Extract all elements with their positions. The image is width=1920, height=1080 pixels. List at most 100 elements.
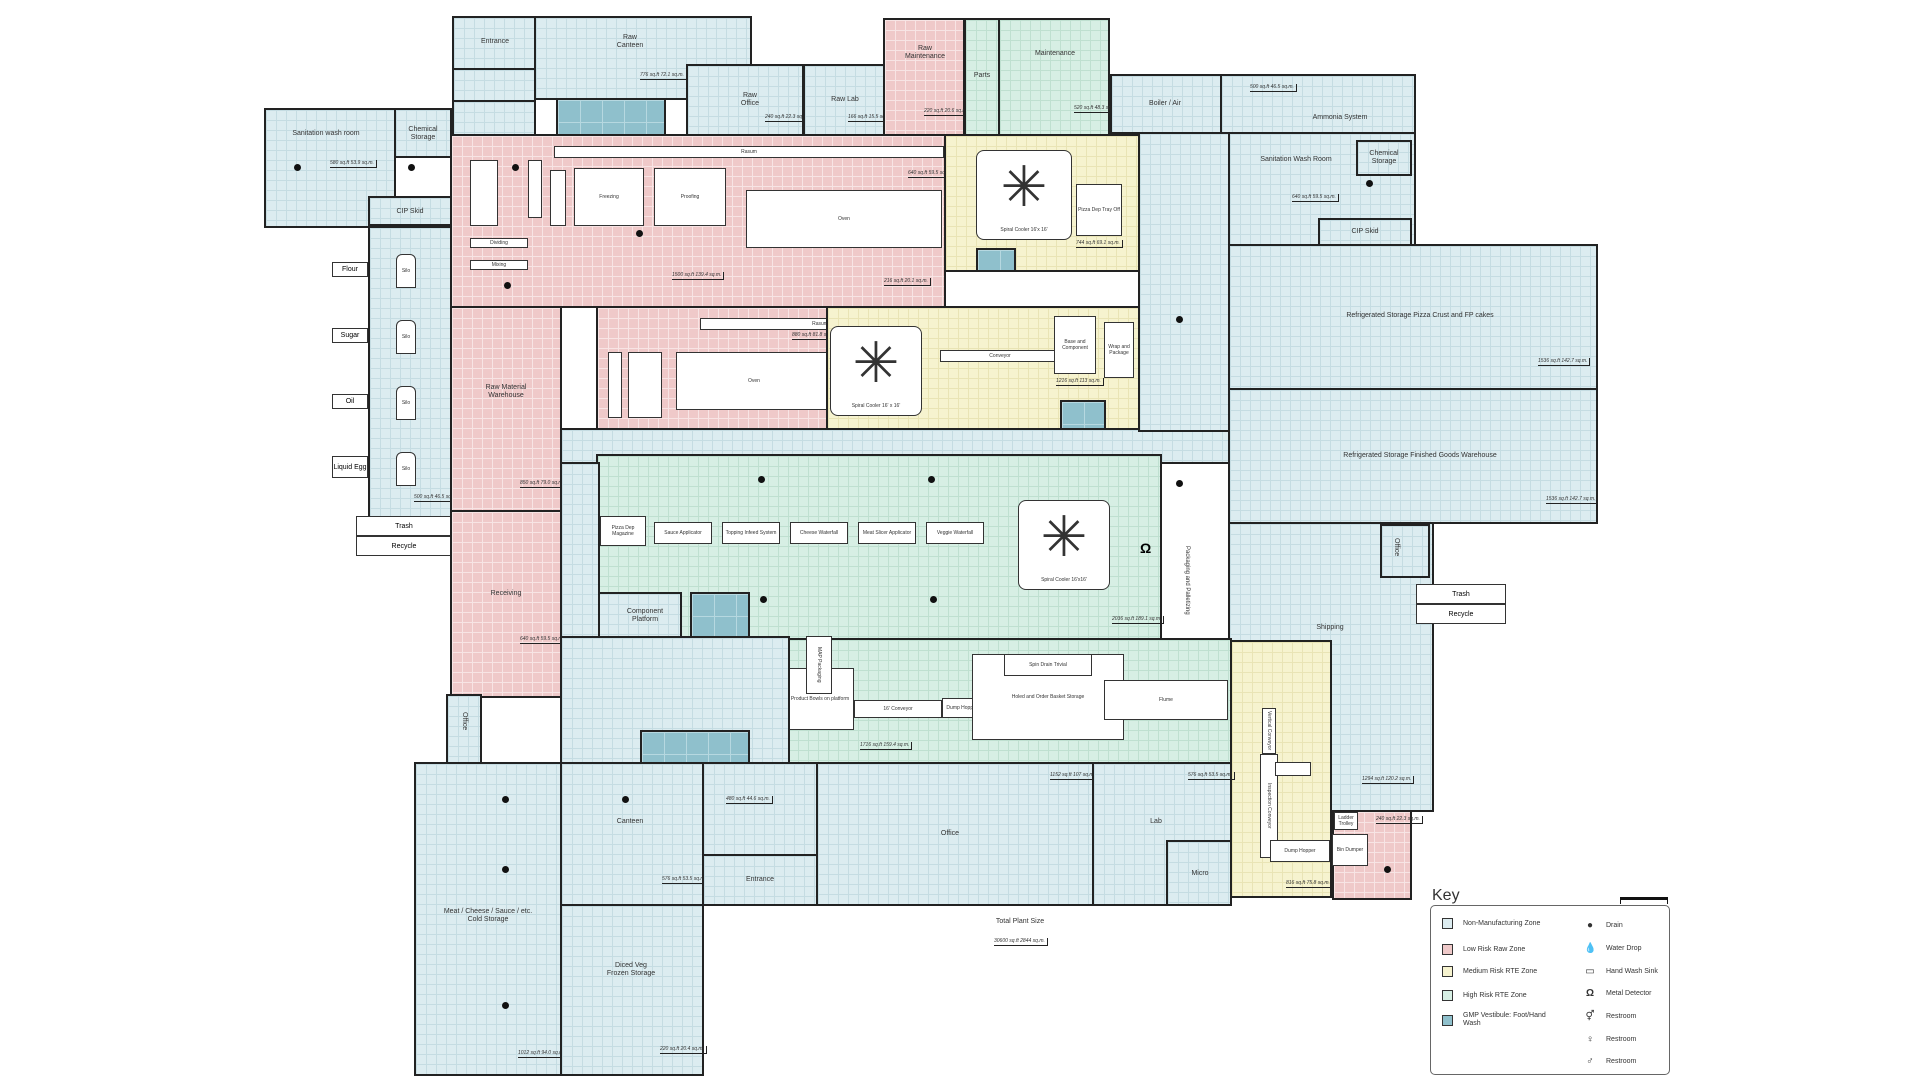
label-maintenance: Maintenance [1034, 50, 1076, 57]
silo-4: Silo [396, 452, 416, 486]
equip-flume: Flume [1104, 680, 1228, 720]
snowflake-icon: ✳ [1000, 155, 1048, 218]
drain-icon: ● [1586, 920, 1594, 931]
equip-pizza-dep-tray: Pizza Dep Tray Off [1076, 184, 1122, 236]
recycle-left: Recycle [356, 536, 452, 556]
equip-flour-2 [470, 160, 498, 226]
legend-restroom-male: ♂ Restroom [1584, 1057, 1636, 1067]
room-raw-lab [803, 64, 885, 136]
area-high-risk-2: 1716 sq.ft 159.4 sq.m. [860, 742, 913, 750]
label-raw-canteen: Raw Canteen [616, 34, 644, 49]
metal-detector-icon: Ω [1140, 540, 1152, 556]
equip-spiral-cooler-1: ✳ Spiral Cooler 16'x 16' [976, 150, 1072, 240]
legend-restroom-unisex: ⚥ Restroom [1585, 1011, 1637, 1022]
room-gmp-vestibule-5 [640, 730, 750, 764]
silo-1: Silo [396, 254, 416, 288]
room-canteen [560, 762, 704, 906]
label-office-left: Office [461, 712, 468, 731]
area-packaging-palletizing: Packaging and Palletizing [1162, 528, 1212, 632]
restroom-unisex-icon: ⚥ [1585, 1011, 1595, 1022]
equip-spin-drain: Spin Drain Trivial [1004, 654, 1092, 676]
drain-icon [1366, 180, 1373, 187]
room-restrooms-lower [702, 762, 818, 856]
area-lab: 576 sq.ft 53.5 sq.m. [1188, 772, 1235, 780]
swatch-non-manufacturing [1442, 918, 1453, 929]
equip-cheese-waterfall: Cheese Waterfall [790, 522, 848, 544]
legend-zone-medium-risk: Medium Risk RTE Zone [1442, 966, 1542, 977]
area-office-main: 1152 sq.ft 107 sq.m. [1050, 772, 1098, 780]
room-cip-skid-left [368, 196, 452, 226]
room-entrance-top [452, 16, 536, 70]
equip-dividing: Dividing [470, 238, 528, 248]
swatch-high-risk [1442, 990, 1453, 1001]
room-entrance-bottom [702, 854, 818, 906]
equip-mixing-2 [608, 352, 622, 418]
legend-restroom-female: ♀ Restroom [1584, 1035, 1636, 1045]
room-component-platform [596, 592, 682, 640]
equip-rasum-1: Rasum [554, 146, 944, 158]
equip-proofing: Proofing [654, 168, 726, 226]
swatch-medium-risk [1442, 966, 1453, 977]
room-office-right [1380, 524, 1430, 578]
equip-vertical-conveyor: Vertical Conveyor [1262, 708, 1276, 754]
equip-conveyor: Conveyor [940, 350, 1060, 362]
equip-oven-2: Oven [676, 352, 832, 410]
equip-conveyor-16: 16' Conveyor [854, 700, 942, 718]
label-office-main: Office [940, 830, 960, 837]
label-receiving: Receiving [490, 590, 522, 597]
equip-base-component: Base and Component [1054, 316, 1096, 374]
equip-veggie-waterfall: Veggie Waterfall [926, 522, 984, 544]
legend [1430, 905, 1670, 1075]
equip-topping-infeed: Topping Infeed System [722, 522, 780, 544]
silo-sugar-label: Sugar [332, 328, 368, 343]
drain-icon [1384, 866, 1391, 873]
drain-icon [622, 796, 629, 803]
recycle-right: Recycle [1416, 604, 1506, 624]
room-chemical-storage-right [1356, 140, 1412, 176]
drain-icon [502, 866, 509, 873]
equip-oven-1: Oven [746, 190, 942, 248]
label-raw-material-warehouse: Raw Material Warehouse [485, 384, 527, 399]
room-cold-storage [414, 762, 562, 1076]
drain-icon [1176, 480, 1183, 487]
label-canteen: Canteen [616, 818, 644, 825]
room-gmp-vestibule-4 [690, 592, 750, 640]
equip-pizza-dep-magazine: Pizza Dep Magazine [600, 516, 646, 546]
hand-wash-sink-icon: ▭ [1585, 966, 1595, 977]
label-refrigerated-finished-goods: Refrigerated Storage Finished Goods Ware… [1343, 452, 1497, 459]
label-sanitation-wash-left: Sanitation wash room [292, 130, 360, 137]
label-diced-veg: Diced Veg Frozen Storage [606, 962, 656, 977]
legend-drain: ● Drain [1584, 920, 1623, 931]
label-shipping: Shipping [1316, 624, 1344, 631]
silo-flour-label: Flour [332, 262, 368, 277]
metal-detector-icon: Ω [1585, 988, 1595, 999]
room-raw-material-warehouse [450, 306, 562, 512]
area-high-risk: 2036 sq.ft 189.1 sq.m. [1112, 616, 1165, 624]
label-cip-skid-right: CIP Skid [1351, 228, 1379, 235]
label-chemical-storage-right: Chemical Storage [1369, 150, 1399, 165]
drain-icon [502, 1002, 509, 1009]
room-gmp-vestibule-top [556, 98, 666, 136]
drain-icon [760, 596, 767, 603]
label-entrance-bottom: Entrance [745, 876, 775, 883]
drain-icon [1176, 316, 1183, 323]
area-sanitation-wash-left: 580 sq.ft 53.9 sq.m. [330, 160, 377, 168]
drain-icon [512, 164, 519, 171]
area-raw-zone: 1500 sq.ft 139.4 sq.m. [672, 272, 725, 280]
room-maintenance [998, 18, 1110, 136]
label-total-plant-size: Total Plant Size [995, 918, 1045, 925]
equip-mixing: Mixing [470, 260, 528, 270]
legend-zone-high-risk: High Risk RTE Zone [1442, 990, 1552, 1001]
drain-icon [408, 164, 415, 171]
legend-zone-gmp: GMP Vestibule: Foot/Hand Wash [1442, 1012, 1562, 1028]
equip-bin-dumper: Bin Dumper [1332, 834, 1368, 866]
room-office-main [816, 762, 1094, 906]
swatch-gmp [1442, 1014, 1453, 1026]
drain-icon [758, 476, 765, 483]
area-refrigerated-goods: 1536 sq.ft 142.7 sq.m. [1546, 496, 1599, 504]
label-boiler-air: Boiler / Air [1149, 100, 1181, 107]
label-component-platform: Component Platform [626, 608, 664, 623]
room-gmp-vestibule-2 [976, 248, 1016, 272]
equip-wrap-package: Wrap and Package [1104, 322, 1134, 378]
